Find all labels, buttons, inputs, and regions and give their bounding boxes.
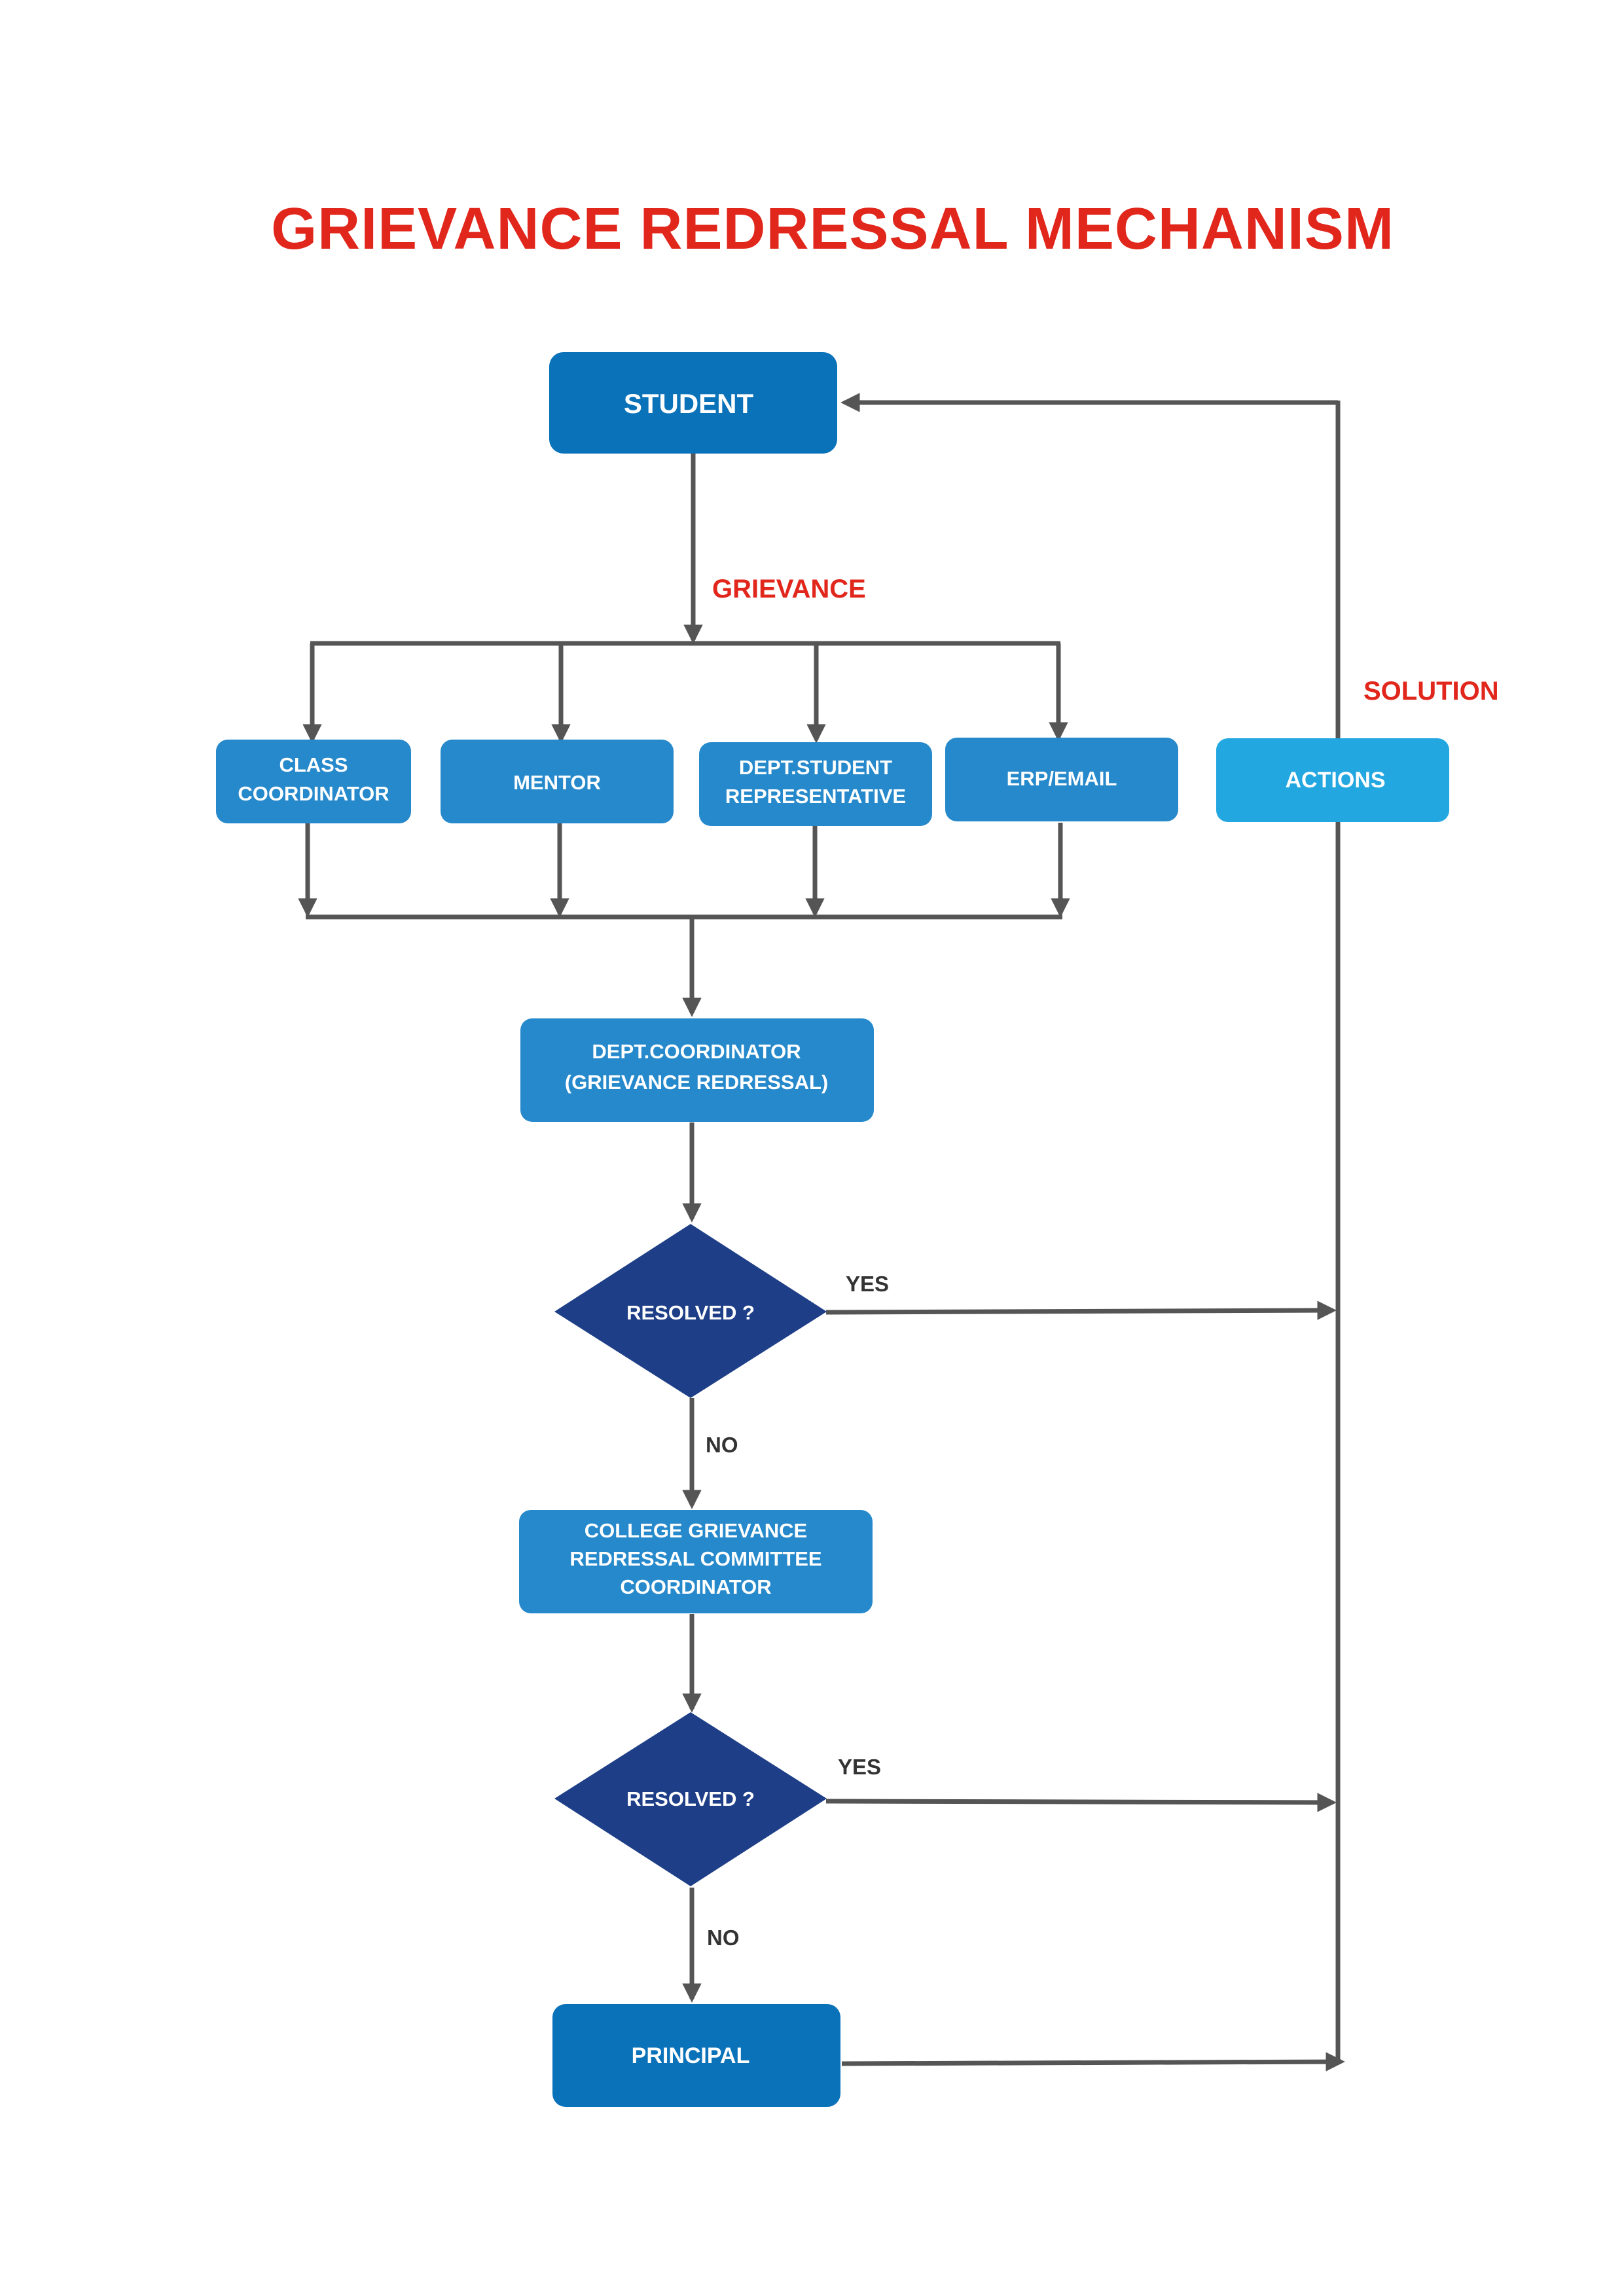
connectors (298, 393, 1345, 2072)
node-actions-label: ACTIONS (1286, 768, 1386, 793)
label-yes-2: YES (838, 1755, 881, 1779)
label-solution: SOLUTION (1363, 677, 1499, 706)
node-mentor: MENTOR (441, 740, 674, 823)
connector-principal-right (841, 2052, 1345, 2072)
node-decision-1-label: RESOLVED ? (626, 1301, 755, 1324)
node-decision-resolved-2: RESOLVED ? (554, 1712, 827, 1886)
node-dept-coordinator: DEPT.COORDINATOR (GRIEVANCE REDRESSAL) (520, 1018, 874, 1122)
node-student-label: STUDENT (624, 388, 754, 419)
node-dept-student-rep-line-1: DEPT.STUDENT (739, 756, 892, 779)
node-class-coordinator-line-1: CLASS (279, 753, 348, 776)
node-college-committee: COLLEGE GRIEVANCE REDRESSAL COMMITTEE CO… (519, 1510, 873, 1613)
node-actions: ACTIONS (1216, 738, 1449, 822)
label-yes-1: YES (846, 1272, 889, 1296)
node-dept-coordinator-line-2: (GRIEVANCE REDRESSAL) (565, 1071, 828, 1094)
connector-decision-1-yes (825, 1300, 1337, 1320)
node-mentor-label: MENTOR (513, 771, 601, 794)
node-college-committee-line-2: REDRESSAL COMMITTEE (569, 1547, 821, 1570)
label-grievance: GRIEVANCE (712, 575, 866, 603)
node-student: STUDENT (549, 352, 837, 454)
node-erp-email: ERP/EMAIL (945, 738, 1178, 821)
node-principal-label: PRINCIPAL (632, 2043, 750, 2068)
label-no-1: NO (706, 1433, 738, 1457)
label-no-2: NO (707, 1926, 740, 1950)
node-college-committee-line-1: COLLEGE GRIEVANCE (585, 1519, 807, 1542)
node-principal: PRINCIPAL (552, 2004, 840, 2107)
node-class-coordinator-line-2: COORDINATOR (238, 782, 389, 805)
node-decision-2-label: RESOLVED ? (626, 1787, 755, 1810)
node-college-committee-line-3: COORDINATOR (620, 1575, 771, 1598)
page-title: GRIEVANCE REDRESSAL MECHANISM (271, 196, 1394, 262)
node-erp-email-label: ERP/EMAIL (1007, 767, 1117, 790)
node-dept-coordinator-line-1: DEPT.COORDINATOR (592, 1040, 801, 1063)
node-decision-resolved-1: RESOLVED ? (554, 1224, 827, 1398)
node-dept-student-rep-line-2: REPRESENTATIVE (725, 785, 906, 808)
connector-decision-2-yes (825, 1793, 1337, 1812)
node-dept-student-representative: DEPT.STUDENT REPRESENTATIVE (699, 742, 932, 826)
node-class-coordinator: CLASS COORDINATOR (216, 740, 411, 823)
